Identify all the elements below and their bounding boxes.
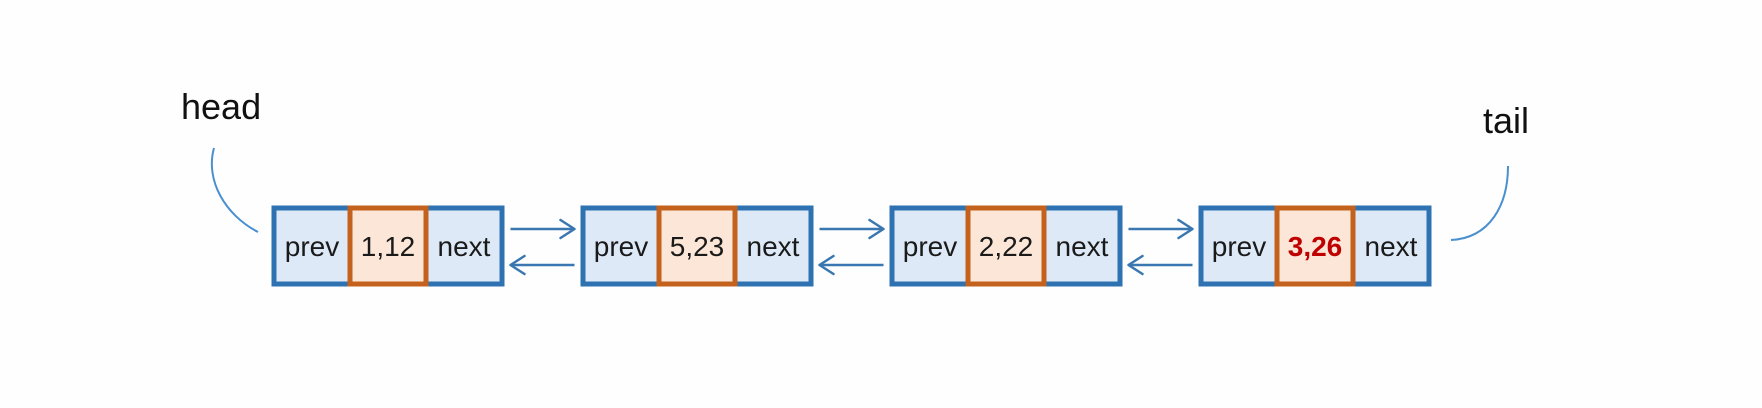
value-cell [1274, 205, 1356, 287]
next-pointer-cell-text: next [1365, 231, 1418, 262]
value-cell [965, 205, 1047, 287]
next-pointer-cell-text: next [1056, 231, 1109, 262]
prev-pointer-cell-text: prev [285, 231, 339, 262]
next-link-arrow [510, 218, 576, 240]
head-label: head [181, 86, 261, 127]
value-cell [656, 205, 738, 287]
prev-link-arrow [818, 254, 884, 276]
value-cell-text: 2,22 [979, 231, 1034, 262]
list-node: prev 3,26 next [1198, 205, 1432, 287]
next-pointer-cell [423, 205, 505, 287]
list-node: prev 1,12 next [271, 205, 505, 287]
prev-pointer-cell [1198, 205, 1280, 287]
value-cell-text: 3,26 [1288, 231, 1343, 262]
next-link-arrow [819, 218, 885, 240]
tail-label: tail [1483, 100, 1529, 141]
prev-pointer-cell [271, 205, 353, 287]
prev-pointer-cell-text: prev [594, 231, 648, 262]
value-cell-text: 1,12 [361, 231, 416, 262]
prev-link-arrow [1127, 254, 1193, 276]
prev-pointer-cell-text: prev [1212, 231, 1266, 262]
list-node: prev 5,23 next [580, 205, 814, 287]
next-link-arrow [1128, 218, 1194, 240]
next-pointer-cell [732, 205, 814, 287]
value-cell [347, 205, 429, 287]
prev-pointer-cell-text: prev [903, 231, 957, 262]
next-pointer-cell-text: next [438, 231, 491, 262]
arrows-layer [509, 218, 1194, 276]
tail-callout-curve [1450, 165, 1509, 241]
prev-link-arrow [509, 254, 575, 276]
head-callout-curve [210, 147, 259, 233]
next-pointer-cell-text: next [747, 231, 800, 262]
list-node: prev 2,22 next [889, 205, 1123, 287]
value-cell-text: 5,23 [670, 231, 725, 262]
next-pointer-cell [1350, 205, 1432, 287]
